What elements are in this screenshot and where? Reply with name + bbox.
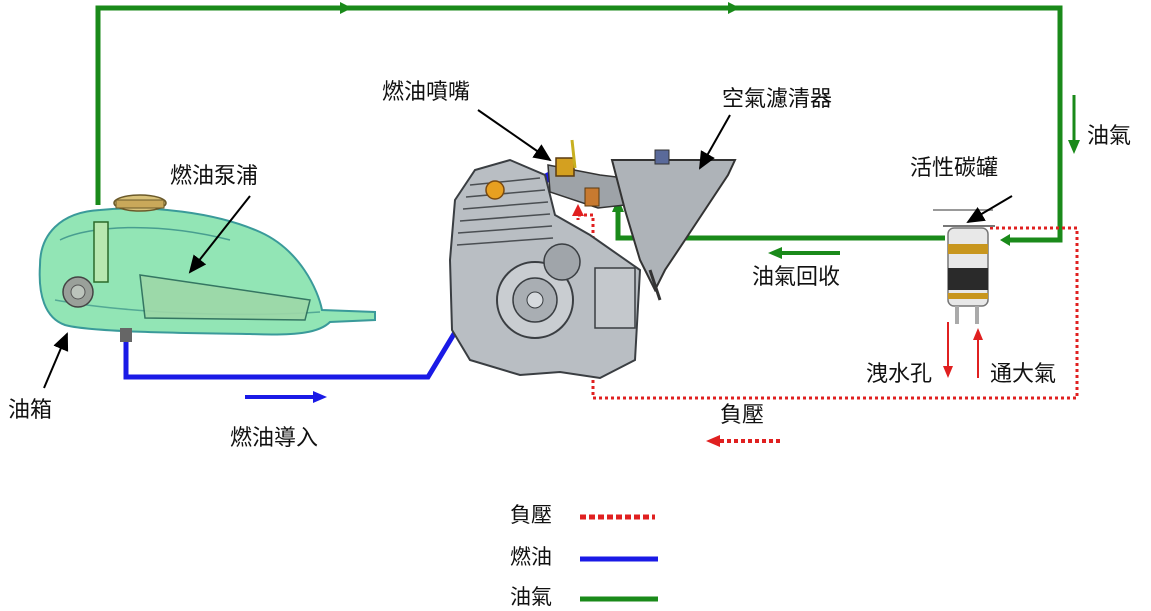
charcoal-canister xyxy=(933,209,995,378)
label-air-filter: 空氣濾清器 xyxy=(722,87,833,112)
fuel-intake-arrow xyxy=(245,391,327,403)
label-canister: 活性碳罐 xyxy=(910,156,999,181)
label-drain-hole: 洩水孔 xyxy=(866,362,933,387)
vacuum-arrow xyxy=(706,435,780,447)
label-fuel-intake: 燃油導入 xyxy=(230,426,319,451)
label-atmosphere: 通大氣 xyxy=(990,362,1057,387)
throttle-body xyxy=(547,139,626,209)
label-vapor: 油氣 xyxy=(1087,124,1132,149)
air-filter-box xyxy=(610,149,737,301)
vapor-recovery-arrow xyxy=(768,247,840,259)
label-fuel-tank: 油箱 xyxy=(8,398,53,423)
label-fuel-pump: 燃油泵浦 xyxy=(170,164,259,189)
label-fuel-injector: 燃油噴嘴 xyxy=(382,80,471,105)
engine xyxy=(448,158,642,380)
vacuum-line xyxy=(572,204,1079,400)
legend-vacuum-label: 負壓 xyxy=(510,503,552,527)
legend-swatches xyxy=(580,514,658,602)
pointer-arrows xyxy=(43,109,1013,389)
vapor-line-to-canister xyxy=(95,2,1063,246)
vapor-down-arrow xyxy=(1068,95,1080,154)
legend-fuel-label: 燃油 xyxy=(510,545,552,569)
legend-vapor-label: 油氣 xyxy=(510,585,552,609)
label-vapor-recovery: 油氣回收 xyxy=(752,265,841,290)
fuel-pump xyxy=(93,221,311,321)
label-negative-pressure: 負壓 xyxy=(720,403,765,428)
fuel-tank xyxy=(38,194,376,342)
